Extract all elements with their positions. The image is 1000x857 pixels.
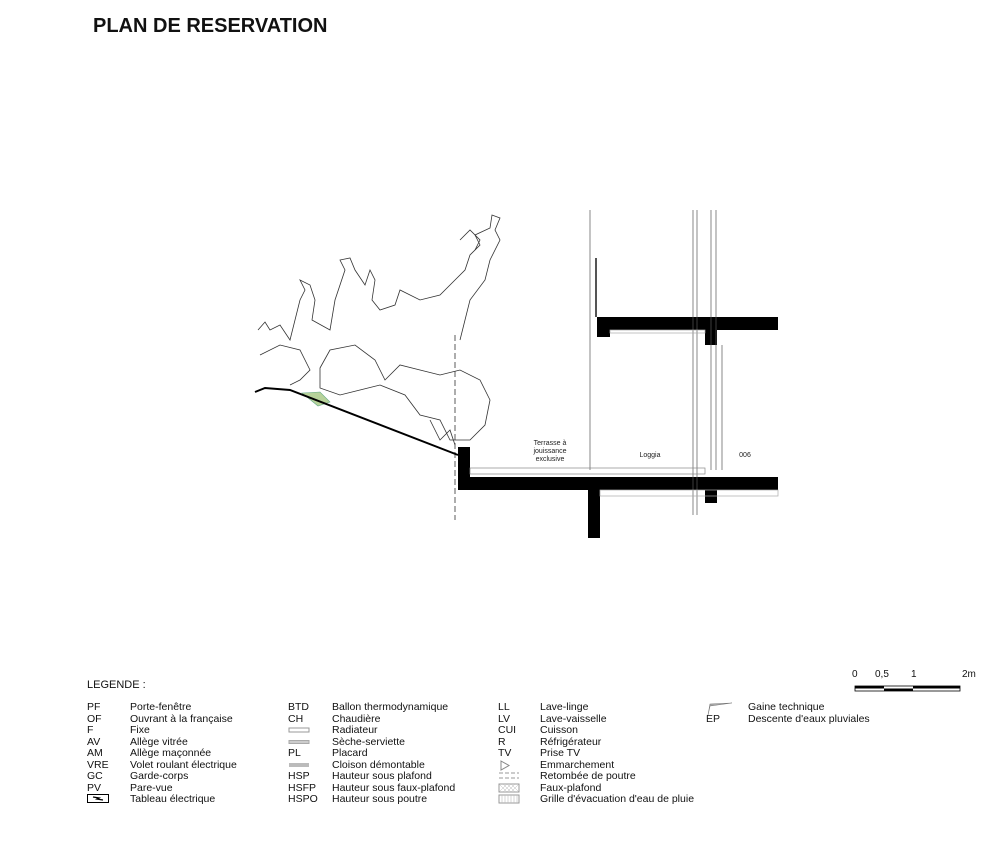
legend-code: R [498, 735, 506, 748]
legend-label: Cuisson [540, 724, 578, 736]
legend-label: Ballon thermodynamique [332, 701, 449, 713]
legend-code: OF [87, 712, 102, 725]
legend-label: Hauteur sous plafond [332, 770, 432, 782]
step-triangle-icon [498, 759, 520, 772]
rain-grate-icon [498, 794, 520, 806]
legend-label: Allège vitrée [130, 735, 188, 748]
legend-label: Retombée de poutre [540, 770, 636, 782]
legend-code: LL [498, 701, 510, 713]
room-number: 006 [739, 452, 751, 459]
legend-code: EP [706, 712, 721, 725]
legend-code: TV [498, 747, 512, 759]
scale-bar [854, 685, 961, 692]
legend-code: PL [288, 747, 301, 759]
legend-code: CH [288, 712, 304, 725]
false-ceiling-hatch-icon [498, 783, 520, 795]
room-label-loggia: Loggia [639, 452, 661, 459]
electrical-panel-icon [87, 794, 109, 806]
legend-label: Gaine technique [748, 701, 825, 713]
legend-code: LV [498, 712, 511, 725]
technical-shaft-icon [706, 702, 734, 716]
ground-slope-line [254, 386, 459, 456]
scale-tick-1: 1 [911, 669, 917, 680]
legend-label: Pare-vue [130, 781, 173, 794]
scale-tick-05: 0,5 [875, 669, 889, 680]
legend-code: HSFP [288, 781, 317, 794]
legend-label: Descente d'eaux pluviales [748, 712, 870, 725]
page-title: PLAN DE RESERVATION [93, 15, 328, 37]
legend-label: Ouvrant à la française [130, 712, 233, 725]
legend-code: CUI [498, 724, 517, 736]
legend-code: AV [87, 735, 101, 748]
legend-label: Grille d'évacuation d'eau de pluie [540, 793, 695, 805]
legend-label: Radiateur [332, 724, 378, 736]
radiator-icon [288, 725, 318, 737]
legend-label: Tableau électrique [130, 793, 216, 805]
legend-code: PV [87, 781, 102, 794]
legend-label: Lave-vaisselle [540, 712, 607, 725]
legend-label: Emmarchement [540, 758, 615, 771]
legend-label: Garde-corps [130, 770, 189, 782]
legend-code: GC [87, 770, 103, 782]
legend-code: PF [87, 701, 101, 713]
room-label-terrasse: Terrasse à jouissance exclusive [533, 440, 567, 463]
legend-label: Volet roulant électrique [130, 758, 237, 771]
legend-label: Lave-linge [540, 701, 589, 713]
legend-label: Sèche-serviette [332, 735, 405, 748]
facade-lines [469, 210, 779, 515]
legend-label: Porte-fenêtre [130, 701, 192, 713]
legend-label: Fixe [130, 724, 150, 736]
legend-label: Faux-plafond [540, 781, 602, 794]
legend-code: BTD [288, 701, 309, 713]
legend-label: Chaudière [332, 712, 381, 725]
legend-code: VRE [87, 758, 109, 771]
beam-dashed-icon [498, 771, 520, 783]
legend-label: Hauteur sous poutre [332, 793, 428, 805]
legend-code: AM [87, 747, 103, 759]
towel-dryer-icon [288, 737, 318, 749]
legend-title: LEGENDE : [87, 679, 146, 691]
legend-label: Placard [332, 747, 368, 759]
scale-tick-0: 0 [852, 669, 858, 680]
legend-label: Hauteur sous faux-plafond [332, 781, 456, 794]
concrete-structure [458, 317, 778, 538]
vegetation-outline [257, 214, 501, 520]
legend-label: Allège maçonnée [130, 747, 212, 759]
legend-label: Réfrigérateur [540, 735, 602, 748]
legend-code: HSP [288, 770, 310, 782]
legend-code: F [87, 724, 94, 736]
scale-tick-2m: 2m [962, 669, 976, 680]
removable-partition-icon [288, 760, 318, 772]
legend-code: HSPO [288, 793, 318, 805]
legend-label: Prise TV [540, 747, 581, 759]
legend-label: Cloison démontable [332, 758, 425, 771]
legend-codes-col-4: EP [706, 702, 734, 725]
